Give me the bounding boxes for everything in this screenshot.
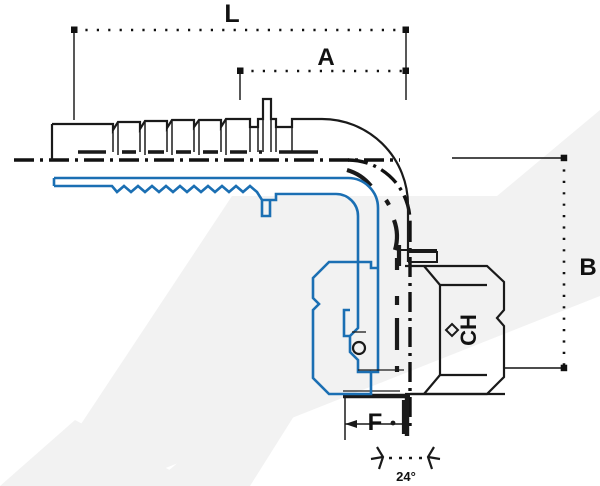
bend-dash-2 (384, 198, 391, 206)
dimension-A-tick-right (402, 67, 409, 74)
dimension-B-tick-top (560, 154, 568, 162)
hex-size-label: CH (456, 314, 481, 346)
angle-label: 24° (396, 469, 416, 484)
dimension-L-tick-right (402, 26, 409, 33)
dimension-B (452, 154, 568, 372)
dimension-B-tick-bottom (560, 364, 568, 372)
dimension-A (237, 67, 409, 100)
bend-dash-3 (392, 219, 400, 251)
dimension-A-label: A (317, 44, 334, 71)
hex-nut-body (405, 264, 506, 396)
blue-nut-inner-seat (348, 270, 371, 374)
dimension-F-label: F (368, 409, 383, 436)
dimension-F-dot (390, 420, 396, 426)
neck-outline (396, 245, 438, 266)
neck-shoulder-right (408, 251, 438, 263)
sleeve-serrated-line (52, 178, 336, 218)
dimension-F (344, 396, 410, 440)
dimension-F-arrow (345, 420, 357, 428)
blue-nut-profile (311, 258, 380, 396)
dimension-B-label: B (579, 254, 596, 281)
bend-dash-1 (346, 167, 373, 188)
blue-sleeve-group (52, 176, 380, 396)
dimension-A-tick-left (237, 67, 244, 74)
dimension-L-label: L (224, 0, 239, 28)
angle-indicator (370, 446, 441, 470)
angle-arrow-left-barb (370, 455, 384, 461)
angle-arrow-right-barb (427, 455, 441, 461)
hex-nut-outline (405, 264, 506, 396)
barb-serration-ticks (112, 99, 293, 155)
bend-hidden-arc-dashes (346, 167, 400, 251)
blue-nut-riser (342, 308, 350, 338)
dimension-L-tick-left (71, 26, 78, 33)
sleeve-inner-elbow (335, 192, 360, 270)
watermark-shape-3 (0, 420, 200, 486)
hex-nut-chamfer-bottom (423, 373, 487, 395)
hex-nut-diamond-marker (444, 322, 460, 338)
dimension-L (71, 26, 409, 120)
o-ring-detail (351, 340, 367, 356)
watermark-group (0, 110, 600, 486)
watermark-shape-2 (150, 110, 600, 486)
watermark-shape-1 (40, 196, 600, 486)
fitting-body-outline (50, 97, 410, 262)
sleeve-outer-elbow (347, 176, 380, 258)
